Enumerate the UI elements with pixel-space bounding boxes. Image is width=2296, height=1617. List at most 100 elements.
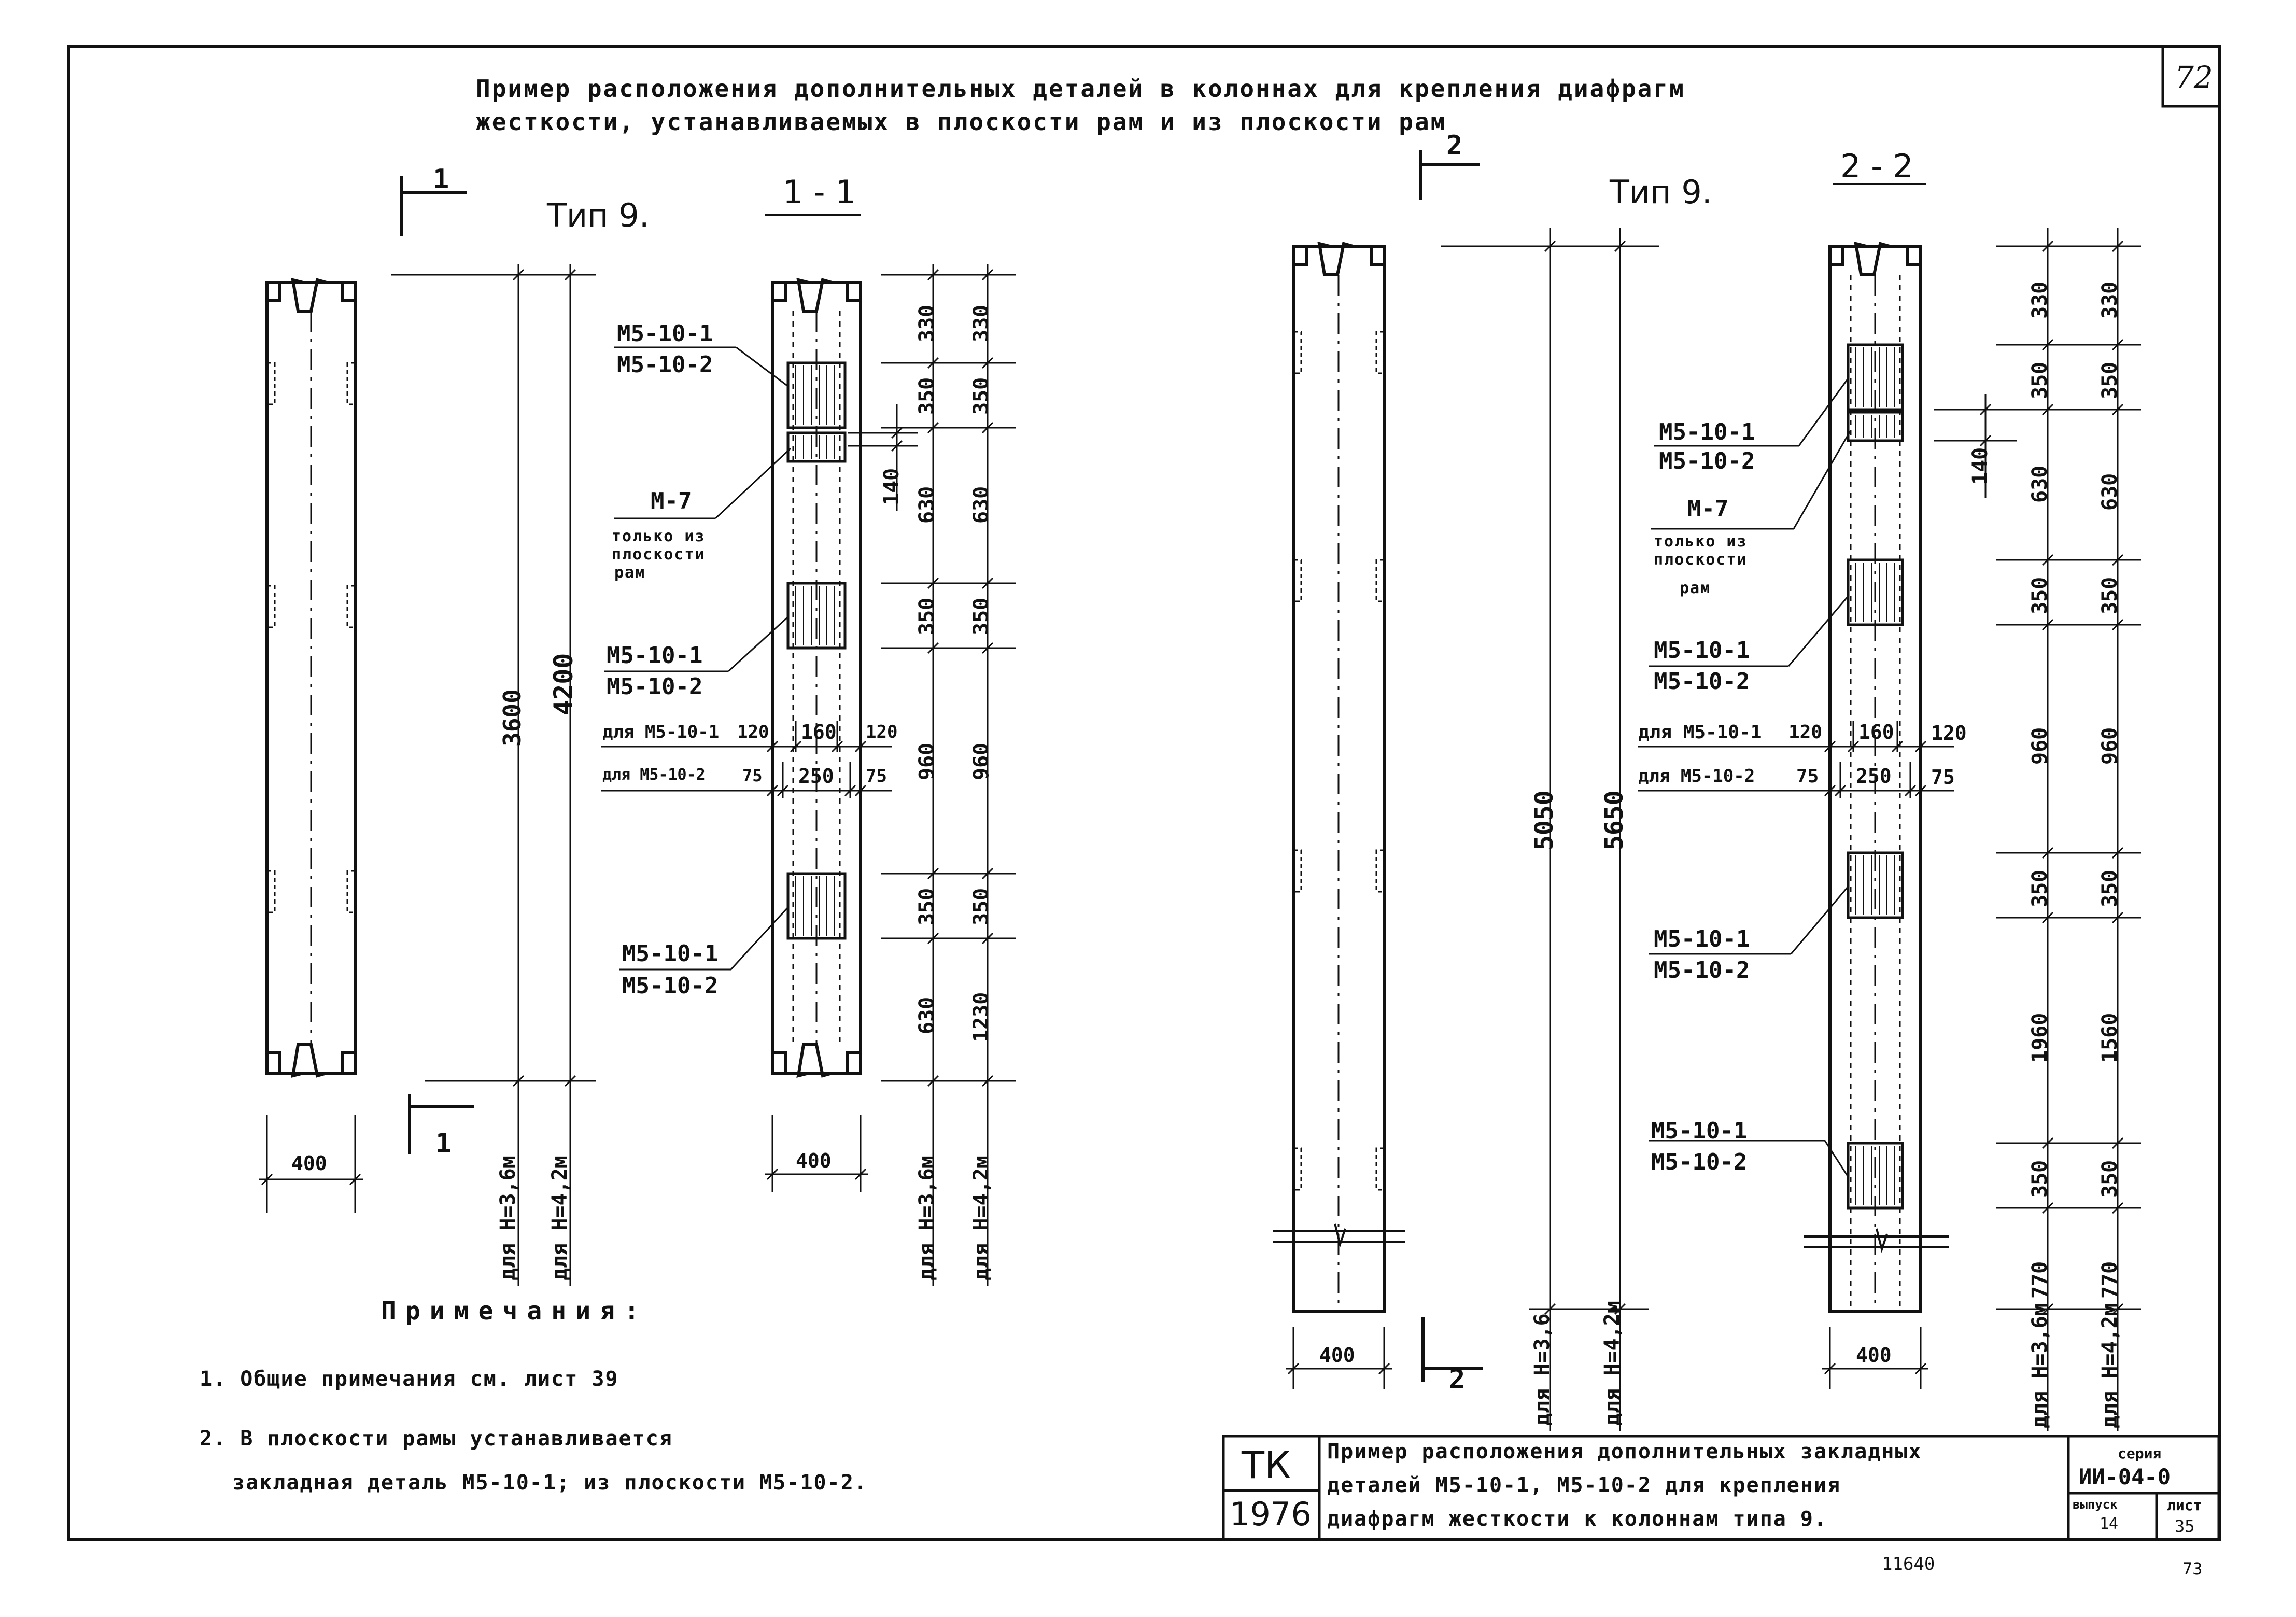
left-width-row1-b: 160	[801, 721, 837, 743]
right-front-width-dim	[1286, 1327, 1392, 1389]
left-width-row1-c: 120	[866, 722, 898, 742]
right-width-row2-a: 75	[1796, 766, 1819, 787]
right-chain36-5: 350	[2028, 869, 2052, 907]
left-section-marks	[400, 176, 474, 1154]
title-block-series-value: ИИ-04-0	[2079, 1464, 2171, 1489]
right-chain36-3: 350	[2028, 577, 2052, 614]
left-chain36-3: 350	[915, 597, 939, 635]
right-section-label: 2 - 2	[1840, 147, 1913, 185]
right-overall-caption-36: для H=3,6	[1530, 1313, 1554, 1426]
right-width-rows	[1638, 721, 1954, 798]
left-width-row2-c: 75	[866, 766, 887, 786]
left-chain36-6: 630	[915, 996, 939, 1034]
left-column-front	[265, 277, 357, 1078]
right-label-d1: М5-10-1	[1651, 1118, 1748, 1144]
right-chain-caption-36: для H=3,6м	[2028, 1303, 2052, 1428]
footer-right-number: 73	[2182, 1559, 2203, 1579]
left-column-section	[771, 277, 862, 1078]
right-label-c2: М5-10-2	[1654, 957, 1750, 983]
right-chain42-1: 350	[2098, 361, 2122, 399]
left-chain-caption-42: для H=4,2м	[969, 1156, 993, 1281]
left-overall-caption-36: для H=3,6м	[496, 1156, 520, 1281]
sheet-frame	[67, 45, 2221, 1541]
left-label-b2: М5-10-2	[607, 673, 703, 700]
left-section-mark-bottom: 1	[435, 1128, 452, 1159]
left-chain36-4: 960	[915, 742, 939, 780]
right-width-row2-c: 75	[1931, 766, 1955, 789]
left-plates	[786, 361, 847, 940]
right-label-a1: М5-10-1	[1659, 419, 1755, 445]
right-section-width-value: 400	[1856, 1344, 1892, 1367]
right-chain36-1: 350	[2028, 361, 2052, 399]
right-front-break	[1273, 1223, 1405, 1248]
right-label-n7-note1: только из	[1654, 532, 1748, 551]
right-chain36-7: 350	[2028, 1160, 2052, 1198]
right-label-n7-note3: рам	[1680, 579, 1711, 597]
left-section-width-dim	[765, 1115, 868, 1192]
right-chain36-4: 960	[2028, 727, 2052, 765]
left-chain-dims	[881, 264, 1016, 1286]
right-width-row1-a: 120	[1788, 722, 1823, 743]
right-label-n7: М-7	[1687, 496, 1729, 522]
right-width-row1-b: 160	[1858, 721, 1894, 743]
right-type-label: Тип 9.	[1610, 173, 1712, 211]
right-width-row1-label: для М5-10-1	[1638, 722, 1762, 743]
title-block-issue-value: 14	[2100, 1515, 2119, 1533]
title-block-year: 1976	[1230, 1495, 1312, 1533]
left-140-dim	[848, 404, 918, 511]
right-leaders	[1649, 378, 1852, 1177]
left-plate-hatch	[795, 365, 835, 936]
left-chain-caption-36: для H=3,6м	[915, 1156, 939, 1281]
left-chain42-2: 630	[969, 486, 993, 524]
title-block-issue-label: выпуск	[2073, 1497, 2118, 1512]
title-block-sheet-label: лист	[2167, 1497, 2202, 1514]
right-chain42-8: 770	[2098, 1261, 2122, 1299]
title-block-tk: ТК	[1242, 1443, 1291, 1487]
left-chain36-0: 330	[915, 304, 939, 342]
right-label-c1: М5-10-1	[1654, 926, 1750, 952]
right-section-marks	[1419, 150, 1483, 1382]
left-label-c1: М5-10-1	[622, 940, 719, 967]
right-label-a2: М5-10-2	[1659, 448, 1755, 474]
left-overall-3600: 3600	[498, 689, 526, 747]
left-width-row1-label: для М5-10-1	[602, 722, 720, 742]
title-block-lines	[1222, 1435, 2220, 1541]
right-label-b1: М5-10-1	[1654, 637, 1750, 664]
left-label-n7-note1: только из	[612, 527, 706, 545]
right-overall-5650: 5650	[1600, 790, 1629, 850]
left-section-label: 1 - 1	[783, 173, 856, 211]
left-chain42-6: 1230	[969, 992, 993, 1042]
right-section-mark-bottom: 2	[1449, 1364, 1466, 1395]
left-label-c2: М5-10-2	[622, 973, 719, 999]
left-label-a2: М5-10-2	[617, 351, 713, 378]
right-chain42-3: 350	[2098, 577, 2122, 614]
right-overall-caption-42: для H=4,2м	[1600, 1301, 1624, 1426]
right-chain42-5: 350	[2098, 869, 2122, 907]
left-section-width-value: 400	[796, 1149, 832, 1172]
left-front-width-dim	[259, 1115, 363, 1213]
title-block-line-2: деталей М5-10-1, М5-10-2 для крепления	[1327, 1473, 1841, 1497]
left-label-b1: М5-10-1	[607, 642, 703, 669]
right-label-d2: М5-10-2	[1651, 1149, 1748, 1175]
footer-left-number: 11640	[1882, 1554, 1935, 1574]
left-chain42-1: 350	[969, 377, 993, 415]
left-overall-dims	[391, 264, 596, 1286]
right-chain42-6: 1560	[2098, 1013, 2122, 1063]
title-block-series-label: серия	[2118, 1445, 2162, 1462]
left-overall-4200: 4200	[548, 653, 579, 715]
note-2b: закладная деталь М5-10-1; из плоскости М…	[232, 1471, 868, 1495]
right-label-n7-note2: плоскости	[1654, 551, 1748, 569]
right-chain42-0: 330	[2098, 281, 2122, 319]
left-dim-140: 140	[880, 468, 904, 505]
left-width-row2-label: для М5-10-2	[602, 766, 706, 784]
right-chain42-2: 630	[2098, 473, 2122, 511]
left-width-row1-a: 120	[737, 722, 769, 742]
left-label-n7: М-7	[651, 488, 692, 514]
right-chain36-8: 770	[2028, 1261, 2052, 1299]
left-front-width-value: 400	[291, 1152, 327, 1175]
left-label-n7-note2: плоскости	[612, 545, 706, 564]
right-chain36-0: 330	[2028, 281, 2052, 319]
note-1: 1. Общие примечания см. лист 39	[200, 1367, 619, 1391]
right-plate-hatch	[1855, 347, 1895, 1205]
left-type-label: Тип 9.	[547, 196, 650, 234]
